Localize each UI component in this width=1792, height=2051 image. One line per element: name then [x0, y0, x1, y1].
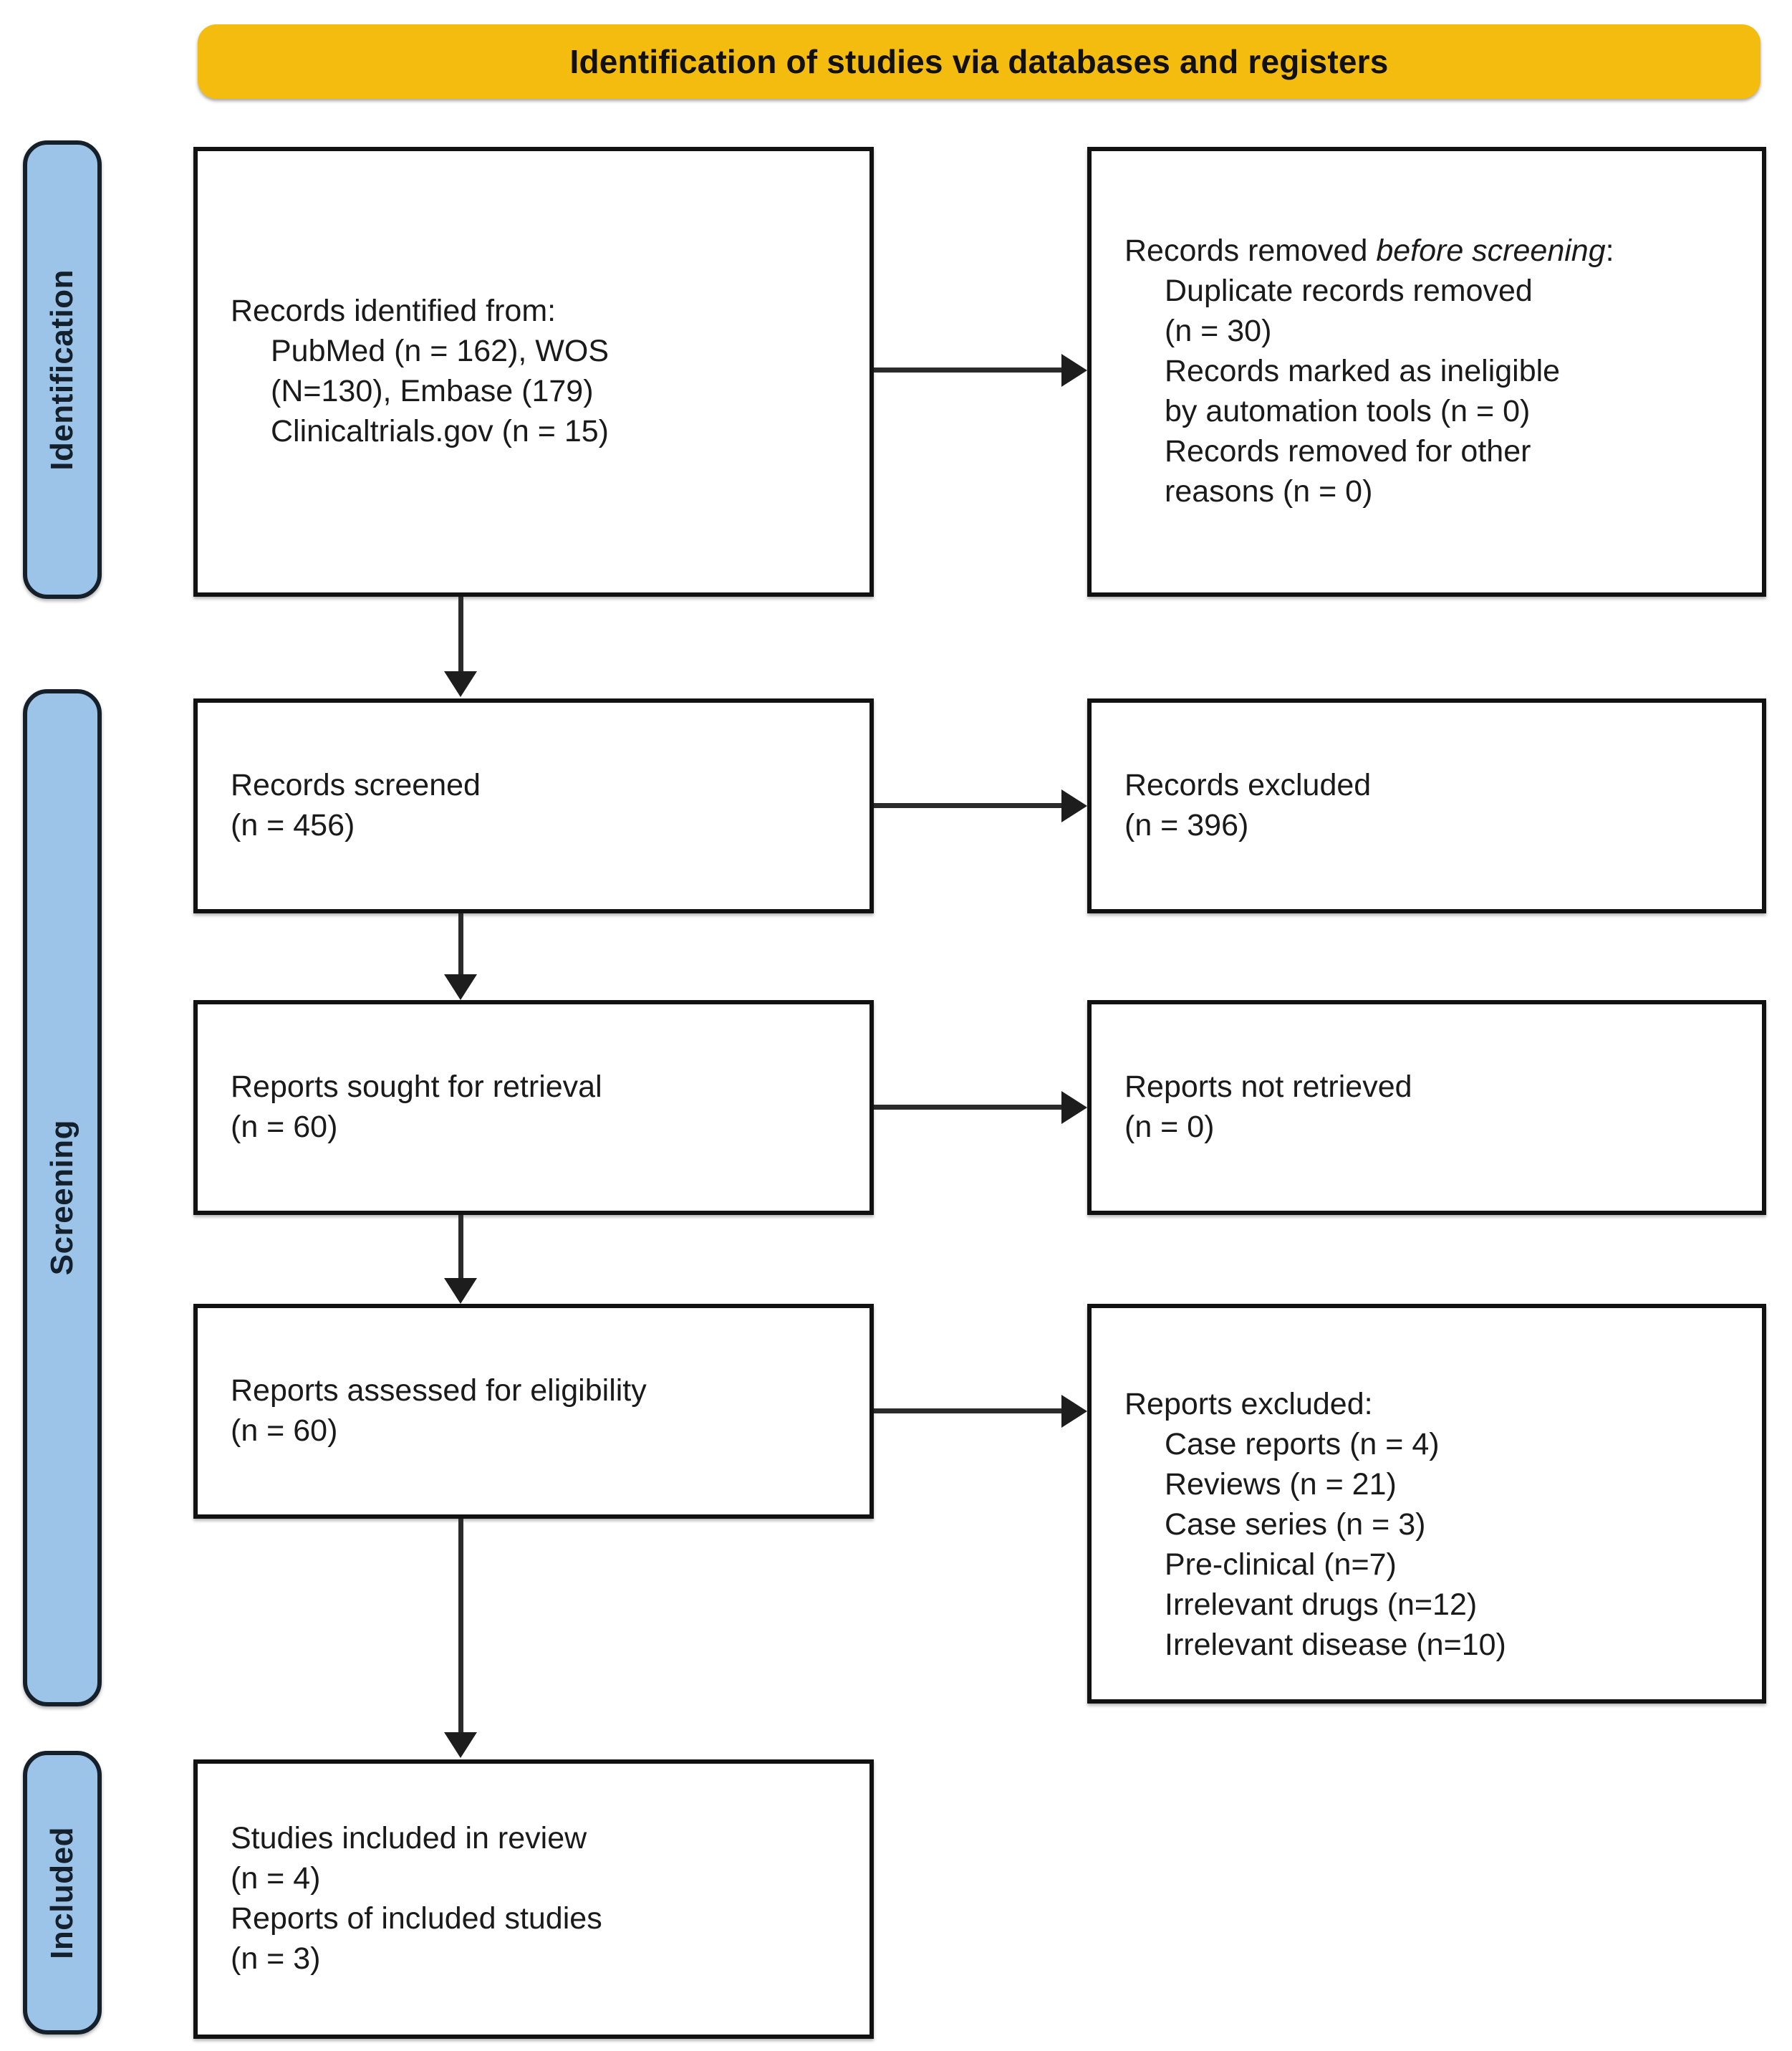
studies-included-line-1: Studies included in review	[231, 1821, 587, 1856]
arrow-sought-to-assessed-line	[458, 1215, 463, 1279]
box-reports-assessed-for-eligibility: Reports assessed for eligibility (n = 60…	[193, 1304, 874, 1519]
records-screened-line-2: (n = 456)	[231, 808, 355, 842]
reports-sought-line-1: Reports sought for retrieval	[231, 1070, 602, 1105]
box-reports-excluded-reasons: Reports excluded: Case reports (n = 4) R…	[1087, 1304, 1766, 1704]
records-removed-heading-plain: Records removed	[1124, 234, 1377, 269]
studies-included-line-2: (n = 4)	[231, 1861, 321, 1896]
reports-not-retrieved-line-2: (n = 0)	[1124, 1110, 1215, 1144]
studies-included-line-3: Reports of included studies	[231, 1901, 602, 1936]
box-records-identified: Records identified from: PubMed (n = 162…	[193, 147, 874, 597]
arrow-assessed-to-included-line	[458, 1519, 463, 1734]
reports-excluded-reason-2: Reviews (n = 21)	[1165, 1467, 1397, 1502]
diagram-title: Identification of studies via databases …	[569, 42, 1389, 80]
arrow-assessed-to-included-head	[444, 1732, 477, 1758]
arrow-identified-to-removed-line	[874, 368, 1061, 373]
arrow-identified-to-screened-head	[444, 671, 477, 697]
records-excluded-line-1: Records excluded	[1124, 768, 1372, 803]
records-identified-line-3: Clinicaltrials.gov (n = 15)	[271, 413, 609, 448]
stage-label-screening: Screening	[44, 1120, 80, 1276]
reports-excluded-reason-6: Irrelevant disease (n=10)	[1165, 1627, 1506, 1662]
reports-not-retrieved-line-1: Reports not retrieved	[1124, 1070, 1412, 1105]
arrow-sought-to-not-retrieved-head	[1061, 1091, 1087, 1124]
stage-bar-screening: Screening	[23, 689, 102, 1706]
reports-excluded-reason-3: Case series (n = 3)	[1165, 1507, 1426, 1542]
arrow-assessed-to-reports-excluded-head	[1061, 1395, 1087, 1428]
reports-assessed-line-2: (n = 60)	[231, 1413, 338, 1448]
reports-excluded-reason-5: Irrelevant drugs (n=12)	[1165, 1587, 1478, 1622]
box-records-removed-before-screening: Records removed before screening: Duplic…	[1087, 147, 1766, 597]
arrow-sought-to-assessed-head	[444, 1278, 477, 1304]
reports-assessed-line-1: Reports assessed for eligibility	[231, 1373, 647, 1408]
records-removed-heading-italic: before screening	[1376, 234, 1606, 269]
records-identified-heading: Records identified from:	[231, 294, 557, 329]
records-excluded-line-2: (n = 396)	[1124, 808, 1249, 842]
arrow-identified-to-screened-line	[458, 597, 463, 673]
records-removed-line-3: Records marked as ineligible	[1165, 354, 1561, 389]
records-removed-line-1: Duplicate records removed	[1165, 274, 1533, 309]
box-studies-included-in-review: Studies included in review (n = 4) Repor…	[193, 1759, 874, 2039]
box-records-screened: Records screened (n = 456)	[193, 698, 874, 913]
records-removed-heading-suffix: :	[1605, 234, 1614, 269]
arrow-screened-to-excluded-head	[1061, 789, 1087, 822]
studies-included-line-4: (n = 3)	[231, 1941, 321, 1976]
arrow-identified-to-removed-head	[1061, 354, 1087, 387]
reports-excluded-reason-4: Pre-clinical (n=7)	[1165, 1547, 1397, 1582]
box-reports-sought-for-retrieval: Reports sought for retrieval (n = 60)	[193, 1000, 874, 1215]
stage-label-included: Included	[44, 1826, 80, 1959]
records-identified-line-1: PubMed (n = 162), WOS	[271, 334, 610, 369]
reports-excluded-heading: Reports excluded:	[1124, 1387, 1373, 1422]
reports-sought-line-2: (n = 60)	[231, 1110, 338, 1144]
arrow-screened-to-excluded-line	[874, 803, 1061, 808]
records-identified-line-2: (N=130), Embase (179)	[271, 374, 594, 408]
records-removed-line-5: Records removed for other	[1165, 433, 1531, 469]
box-reports-not-retrieved: Reports not retrieved (n = 0)	[1087, 1000, 1766, 1215]
stage-bar-identification: Identification	[23, 140, 102, 599]
diagram-header-banner: Identification of studies via databases …	[198, 24, 1760, 99]
arrow-sought-to-not-retrieved-line	[874, 1105, 1061, 1110]
stage-bar-included: Included	[23, 1751, 102, 2035]
arrow-screened-to-sought-head	[444, 974, 477, 1000]
arrow-screened-to-sought-line	[458, 913, 463, 976]
stage-label-identification: Identification	[44, 269, 80, 471]
records-removed-line-6: reasons (n = 0)	[1165, 474, 1373, 509]
records-removed-heading: Records removed before screening:	[1124, 231, 1745, 272]
records-screened-line-1: Records screened	[231, 768, 481, 803]
records-removed-line-4: by automation tools (n = 0)	[1165, 393, 1531, 428]
box-records-excluded: Records excluded (n = 396)	[1087, 698, 1766, 913]
records-removed-line-2: (n = 30)	[1165, 314, 1272, 349]
arrow-assessed-to-reports-excluded-line	[874, 1408, 1061, 1413]
reports-excluded-reason-1: Case reports (n = 4)	[1165, 1427, 1440, 1462]
